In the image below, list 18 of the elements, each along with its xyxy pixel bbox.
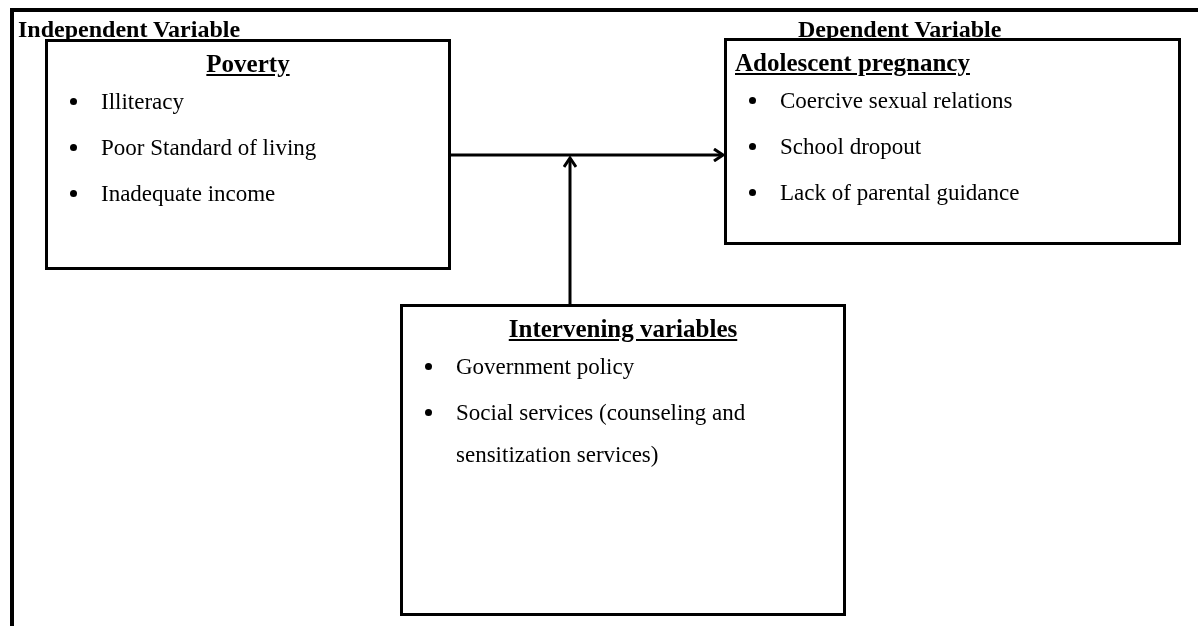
box-heading: Adolescent pregnancy <box>735 48 971 78</box>
bullet-item: Government policy <box>456 353 635 382</box>
bullet-item: Coercive sexual relations <box>780 87 1013 116</box>
bullet-item: Illiteracy <box>101 88 184 117</box>
bullet-item: Lack of parental guidance <box>780 179 1020 208</box>
arrow <box>451 147 725 163</box>
bullet-item: School dropout <box>780 133 922 162</box>
bullet-item: Poor Standard of living <box>101 134 317 163</box>
bullet-item: Social services (counseling and sensitization services) <box>456 399 747 470</box>
variable-box <box>400 304 846 616</box>
variable-heading: Dependent Variable <box>798 15 1002 44</box>
variable-box <box>45 39 451 270</box>
bullet-item: Inadequate income <box>101 180 276 209</box>
box-heading: Intervening variables <box>507 314 739 344</box>
box-heading: Poverty <box>205 49 291 79</box>
variable-box <box>724 38 1181 245</box>
variable-heading: Independent Variable <box>18 15 241 44</box>
arrow <box>562 156 578 304</box>
